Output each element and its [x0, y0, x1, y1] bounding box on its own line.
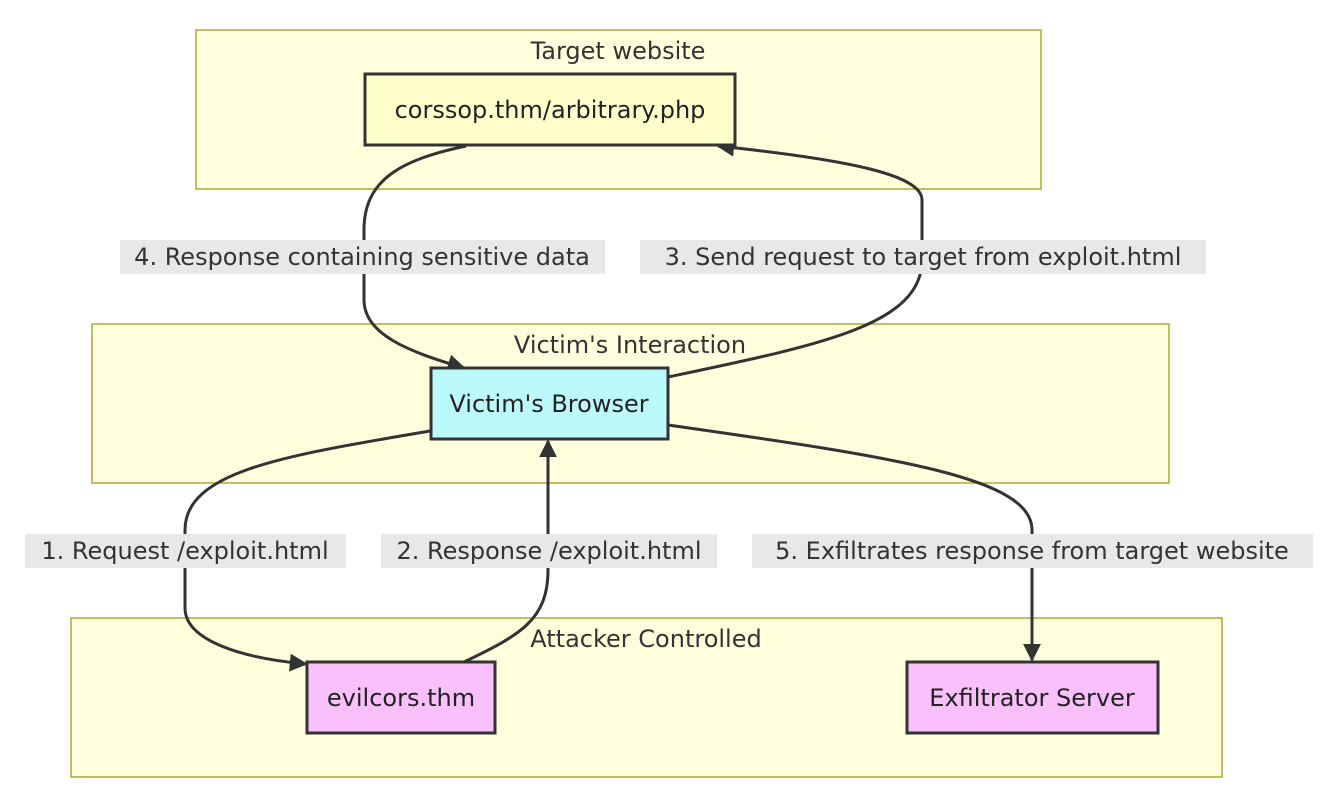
- node-exfiltrator-server[interactable]: Exfiltrator Server: [905, 660, 1160, 735]
- edge-label-response-sensitive-data: 4. Response containing sensitive data: [120, 240, 605, 274]
- node-target-endpoint[interactable]: corssop.thm/arbitrary.php: [363, 72, 737, 147]
- edge-label-request-exploit-bg: [25, 534, 346, 568]
- node-evilcors-box[interactable]: [305, 660, 497, 735]
- edge-label-response-exploit-bg: [381, 534, 717, 568]
- edge-request-exploit: [183, 429, 431, 672]
- edge-label-response-sensitive-data-bg: [120, 240, 605, 274]
- node-evilcors[interactable]: evilcors.thm: [305, 660, 497, 735]
- edge-label-response-exploit-text: 2. Response /exploit.html: [396, 537, 701, 565]
- edge-label-exfiltrates-response: 5. Exfiltrates response from target webs…: [752, 534, 1313, 568]
- node-victim-browser-box[interactable]: [429, 366, 670, 441]
- edge-label-exfiltrates-response-bg: [752, 534, 1313, 568]
- node-evilcors-label: evilcors.thm: [327, 684, 475, 712]
- edge-label-response-exploit: 2. Response /exploit.html: [381, 534, 717, 568]
- edge-exfiltrates-response: [667, 423, 1041, 662]
- edge-response-sensitive-data-line: [362, 144, 467, 373]
- edge-label-send-request-target-bg: [640, 240, 1206, 274]
- cluster-victim-interaction-title: Victim's Interaction: [514, 331, 746, 359]
- cluster-attacker-controlled-title: Attacker Controlled: [530, 625, 761, 653]
- edge-label-response-sensitive-data-text: 4. Response containing sensitive data: [134, 243, 590, 271]
- node-exfiltrator-server-label: Exfiltrator Server: [929, 684, 1135, 712]
- node-exfiltrator-server-box[interactable]: [905, 660, 1160, 735]
- edge-request-exploit-line: [183, 429, 431, 672]
- edge-label-exfiltrates-response-text: 5. Exfiltrates response from target webs…: [775, 537, 1289, 565]
- edge-label-send-request-target-text: 3. Send request to target from exploit.h…: [665, 243, 1182, 271]
- edge-response-exploit-line: [463, 439, 557, 664]
- edge-label-send-request-target: 3. Send request to target from exploit.h…: [640, 240, 1206, 274]
- node-target-endpoint-label: corssop.thm/arbitrary.php: [395, 96, 706, 124]
- node-victim-browser[interactable]: Victim's Browser: [429, 366, 670, 441]
- node-victim-browser-label: Victim's Browser: [449, 390, 648, 418]
- edge-label-request-exploit: 1. Request /exploit.html: [25, 534, 346, 568]
- cluster-target-website-title: Target website: [530, 37, 706, 65]
- node-target-endpoint-box[interactable]: [363, 72, 737, 147]
- edge-exfiltrates-response-line: [667, 423, 1041, 662]
- edge-label-request-exploit-text: 1. Request /exploit.html: [41, 537, 328, 565]
- edge-response-sensitive-data: [362, 144, 467, 373]
- edge-response-exploit: [463, 439, 557, 664]
